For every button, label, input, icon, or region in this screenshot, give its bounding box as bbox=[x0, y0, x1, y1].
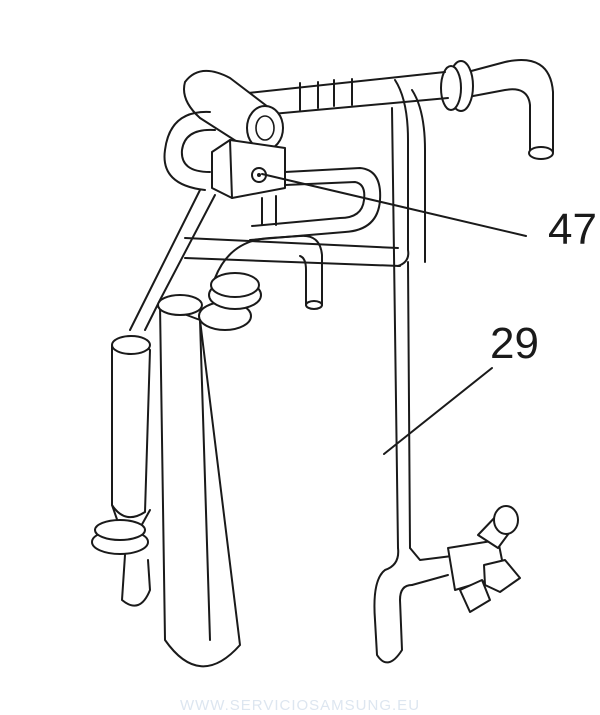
bottom-right-u-bend bbox=[373, 547, 461, 664]
callout-label-47: 47 bbox=[548, 205, 597, 254]
filter-drier bbox=[91, 335, 151, 607]
stacked-fittings bbox=[198, 234, 323, 331]
service-valve bbox=[447, 505, 521, 613]
top-left-fitting bbox=[183, 70, 284, 151]
right-vertical-pipes bbox=[249, 79, 426, 549]
middle-horizontal-pipe bbox=[184, 237, 401, 267]
watermark-text: WWW.SERVICIOSAMSUNG.EU bbox=[179, 697, 421, 714]
expansion-valve-47 bbox=[211, 139, 286, 226]
left-loop-tube bbox=[163, 110, 216, 191]
callout-label-29: 29 bbox=[490, 319, 539, 368]
leader-line-29 bbox=[383, 367, 493, 455]
accumulator-cylinder bbox=[157, 294, 241, 668]
top-right-tube bbox=[440, 59, 554, 160]
